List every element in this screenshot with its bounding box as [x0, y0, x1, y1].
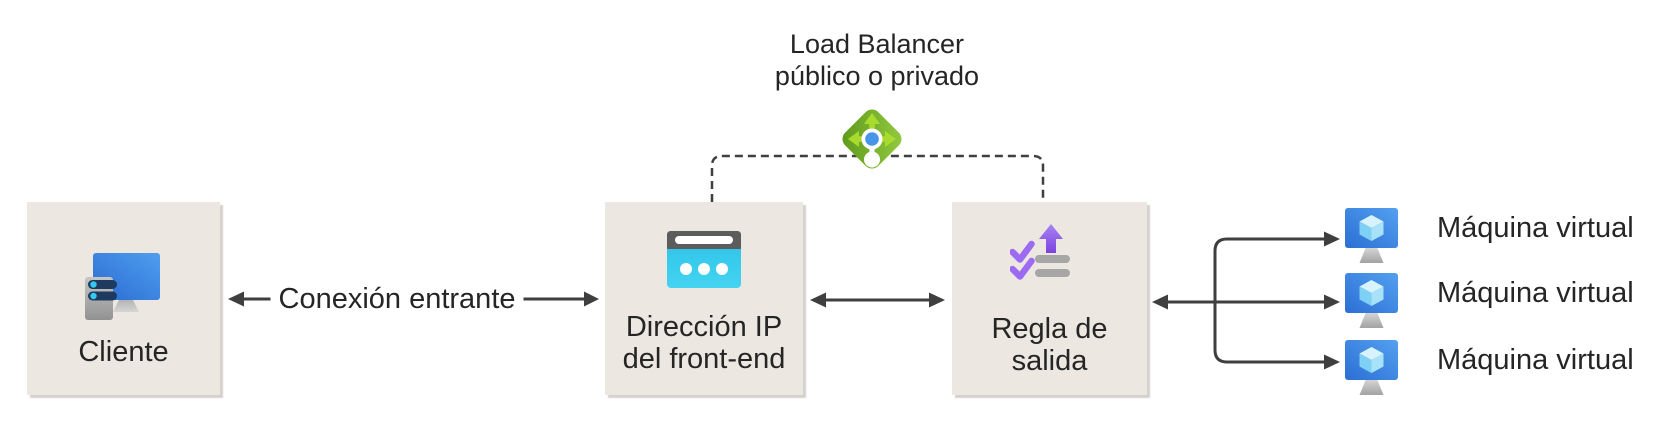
lb-title-line1: Load Balancer — [789, 29, 965, 59]
vm-icon — [1345, 208, 1398, 263]
vm-icon — [1345, 273, 1398, 328]
outbound-rule-label-line2: salida — [1011, 345, 1088, 377]
vm-label: Máquina virtual — [1437, 344, 1634, 376]
vm-icon — [1345, 340, 1398, 395]
frontend-outbound-arrow — [810, 292, 945, 308]
outbound-rule-label: Regla de salida — [952, 313, 1147, 377]
load-balancer-title: Load Balancer público o privado — [657, 28, 1097, 92]
client-label: Cliente — [78, 336, 169, 368]
vm-label: Máquina virtual — [1437, 212, 1634, 244]
outbound-vm-arrows — [1152, 231, 1340, 370]
lb-dashed-connector — [710, 154, 1045, 202]
frontend-ip-label-line1: Dirección IP — [625, 311, 783, 343]
outbound-rule-node: Regla de salida — [952, 202, 1147, 395]
client-node: Cliente — [27, 202, 220, 395]
frontend-ip-label: Dirección IP del front-end — [605, 311, 803, 375]
vm-label: Máquina virtual — [1437, 277, 1634, 309]
outbound-rule-label-line1: Regla de — [991, 313, 1108, 345]
lb-title-line2: público o privado — [774, 61, 980, 91]
load-balancer-icon — [842, 109, 902, 169]
frontend-ip-node: Dirección IP del front-end — [605, 202, 803, 395]
client-icon — [85, 253, 160, 320]
browser-window-icon — [667, 231, 741, 288]
frontend-ip-label-line2: del front-end — [622, 343, 786, 375]
inbound-connection-label: Conexión entrante — [270, 283, 524, 315]
outbound-rule-icon — [1010, 224, 1070, 280]
